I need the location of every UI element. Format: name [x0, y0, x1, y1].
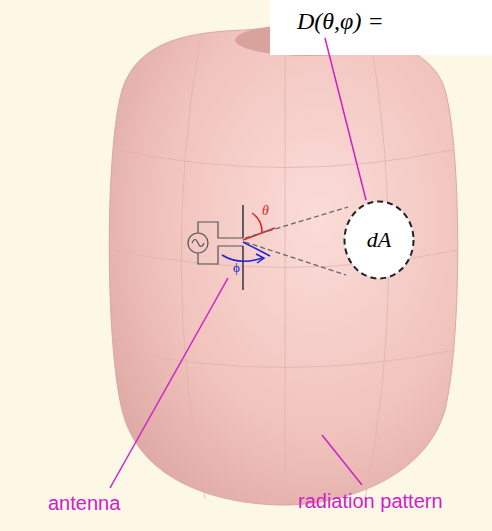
part-name: radiation pattern — [298, 490, 443, 513]
phi-arrowhead — [256, 254, 264, 263]
leader-line — [110, 278, 228, 488]
cone-line — [245, 242, 346, 275]
node-text: dA — [367, 227, 391, 253]
cone-line — [245, 207, 348, 238]
theta-label: θ — [262, 203, 269, 219]
formula-ground — [270, 0, 492, 55]
leader-line — [322, 435, 362, 485]
phi-label: ϕ — [233, 260, 240, 276]
theta-arc — [252, 213, 262, 232]
phi-arc — [222, 255, 262, 261]
radiation-torus — [109, 28, 458, 505]
antenna-symbol — [188, 205, 243, 290]
formula-text: D(θ,φ) = — [297, 8, 384, 35]
area-ellipse: dA — [343, 200, 415, 280]
part-name: antenna — [48, 492, 120, 515]
leader-line — [325, 38, 366, 200]
mesh-lines — [112, 35, 458, 505]
